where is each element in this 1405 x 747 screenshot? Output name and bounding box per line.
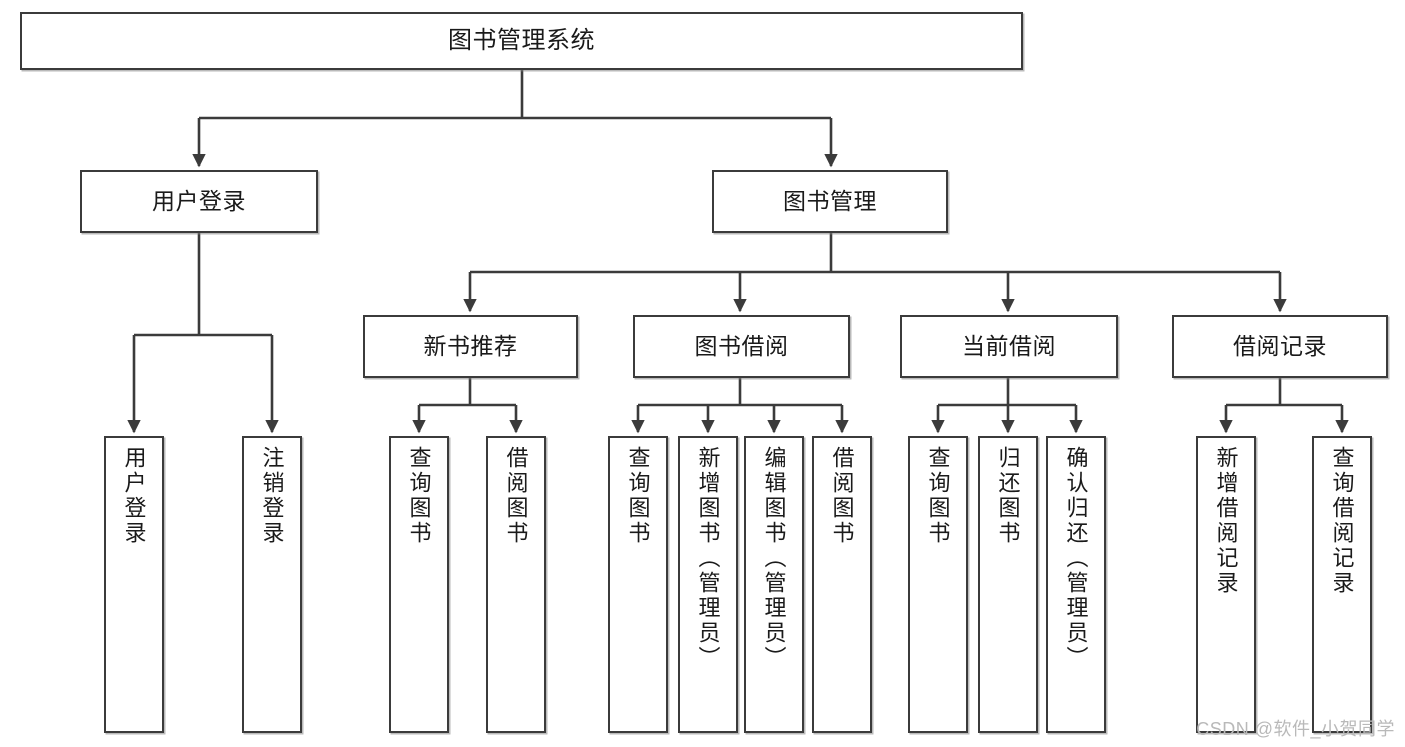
node-leaf-confirm-return-admin[interactable]: 确认归还（管理员） [1046, 436, 1106, 733]
node-level1-user-login[interactable]: 用户登录 [80, 170, 318, 233]
node-leaf-edit-book-admin[interactable]: 编辑图书（管理员） [744, 436, 804, 733]
node-label: 确认归还（管理员） [1063, 446, 1089, 671]
node-level1-book-management[interactable]: 图书管理 [712, 170, 948, 233]
node-label: 新书推荐 [423, 332, 518, 359]
node-leaf-query-book-borrow[interactable]: 查询图书 [608, 436, 668, 733]
node-label: 查询图书 [925, 446, 951, 546]
node-leaf-query-borrow-record[interactable]: 查询借阅记录 [1312, 436, 1372, 733]
node-label: 归还图书 [995, 446, 1021, 546]
node-leaf-add-borrow-record[interactable]: 新增借阅记录 [1196, 436, 1256, 733]
node-label: 用户登录 [152, 187, 246, 214]
node-label: 查询图书 [625, 446, 651, 546]
node-label: 借阅记录 [1233, 332, 1327, 359]
node-leaf-borrow-book-new[interactable]: 借阅图书 [486, 436, 546, 733]
node-leaf-query-book-current[interactable]: 查询图书 [908, 436, 968, 733]
node-label: 图书借阅 [694, 332, 789, 359]
node-level2-current-borrow[interactable]: 当前借阅 [900, 315, 1118, 378]
node-root[interactable]: 图书管理系统 [20, 12, 1023, 70]
node-leaf-borrow-book[interactable]: 借阅图书 [812, 436, 872, 733]
node-label: 借阅图书 [503, 446, 529, 546]
node-leaf-add-book-admin[interactable]: 新增图书（管理员） [678, 436, 738, 733]
node-label: 查询借阅记录 [1329, 446, 1355, 596]
node-label: 新增借阅记录 [1213, 446, 1239, 596]
node-label: 注销登录 [259, 446, 285, 546]
node-label: 编辑图书（管理员） [761, 446, 787, 671]
node-leaf-return-book[interactable]: 归还图书 [978, 436, 1038, 733]
node-level2-new-book-recommend[interactable]: 新书推荐 [363, 315, 578, 378]
node-leaf-query-book-new[interactable]: 查询图书 [389, 436, 449, 733]
node-label: 新增图书（管理员） [695, 446, 721, 671]
node-label: 图书管理 [783, 187, 877, 214]
node-label: 用户登录 [121, 446, 147, 546]
node-level2-borrow-record[interactable]: 借阅记录 [1172, 315, 1388, 378]
csdn-watermark: CSDN @软件_小贺同学 [1196, 719, 1395, 739]
node-leaf-logout[interactable]: 注销登录 [242, 436, 302, 733]
node-label: 借阅图书 [829, 446, 855, 546]
node-label: 当前借阅 [962, 332, 1056, 359]
node-label: 查询图书 [406, 446, 432, 546]
node-level2-book-borrow[interactable]: 图书借阅 [633, 315, 850, 378]
node-root-label: 图书管理系统 [448, 26, 595, 54]
node-leaf-user-login[interactable]: 用户登录 [104, 436, 164, 733]
